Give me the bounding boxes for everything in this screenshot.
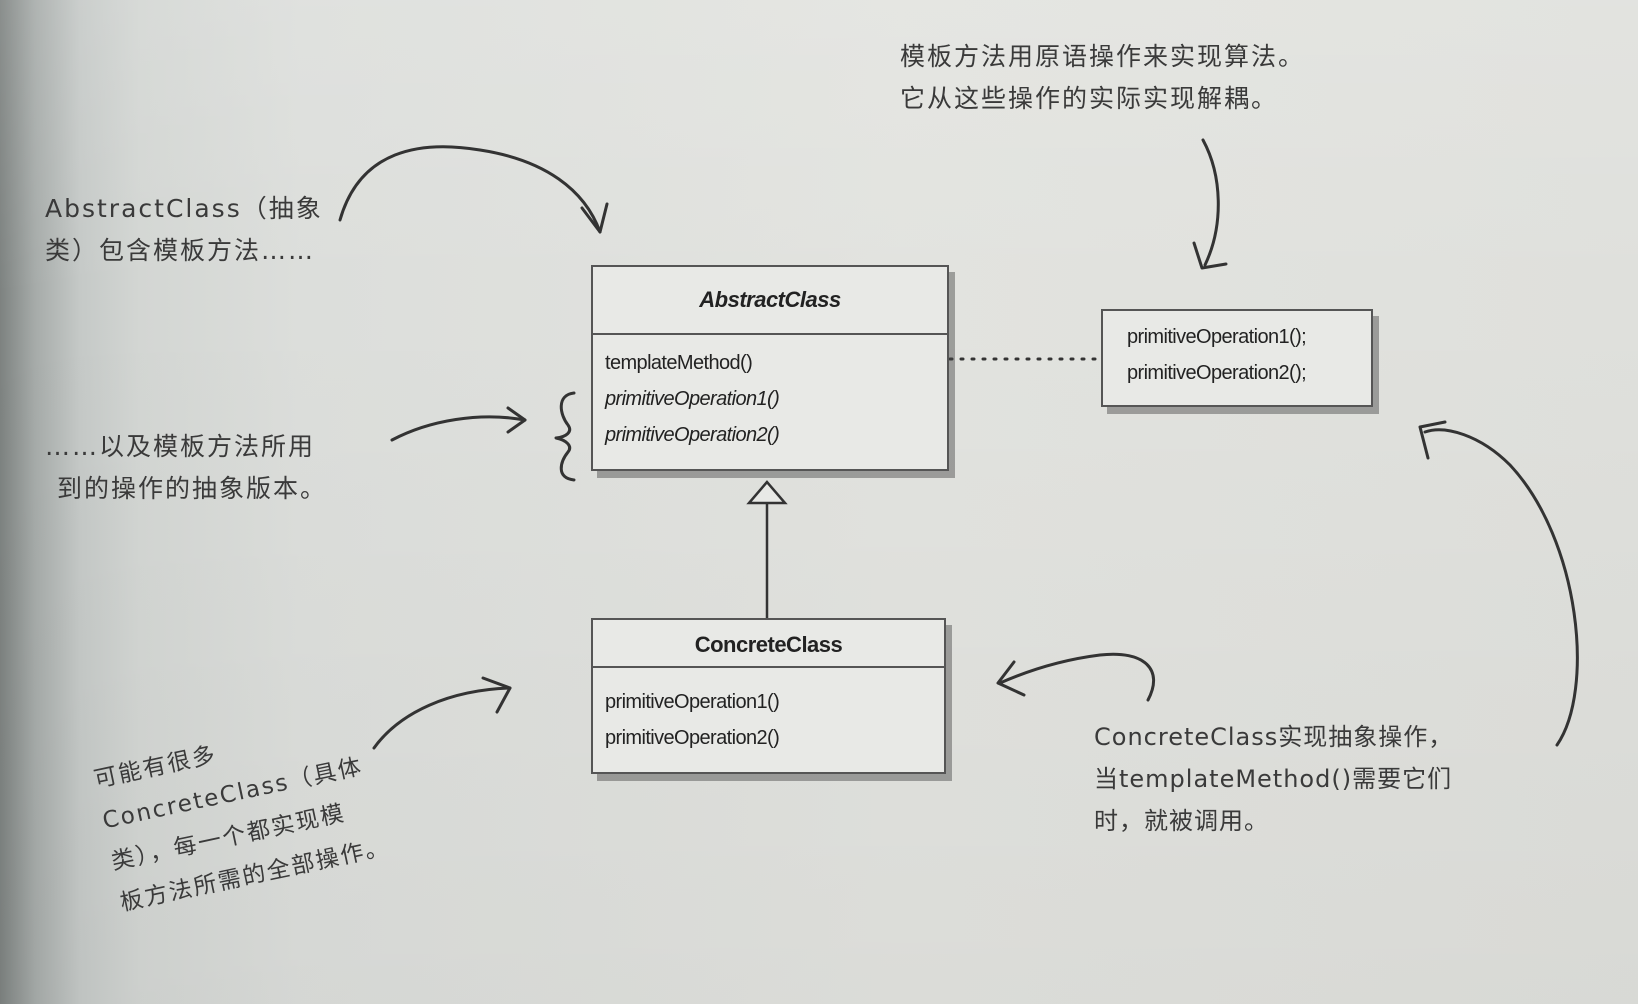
arrow-implementation-link bbox=[1423, 428, 1579, 747]
concrete-class-name: ConcreteClass bbox=[593, 620, 944, 668]
brace-icon bbox=[554, 391, 576, 482]
annotation-line: ConcreteClass实现抽象操作， bbox=[1094, 723, 1454, 751]
arrow-primitive-note bbox=[390, 415, 527, 442]
arrow-concrete-many-note bbox=[372, 686, 512, 750]
annotation-concrete-impl: ConcreteClass实现抽象操作， 当templateMethod()需要… bbox=[1094, 716, 1453, 842]
annotation-line: 类）包含模板方法…… bbox=[45, 236, 316, 265]
template-body-lines: primitiveOperation1(); primitiveOperatio… bbox=[1103, 311, 1371, 391]
operation-primitive-1: primitiveOperation1() bbox=[605, 691, 780, 713]
arrowhead-concrete-impl-note bbox=[996, 660, 1026, 697]
annotation-line: 到的操作的抽象版本。 bbox=[57, 474, 328, 503]
arrow-concrete-impl-note bbox=[998, 652, 1155, 702]
annotation-line: AbstractClass（抽象 bbox=[45, 194, 323, 223]
body-line: primitiveOperation1(); bbox=[1127, 326, 1307, 348]
concrete-class-box: ConcreteClass primitiveOperation1() prim… bbox=[591, 618, 946, 774]
arrow-abstract-note bbox=[338, 145, 602, 234]
operation-primitive-2: primitiveOperation2() bbox=[605, 424, 780, 446]
template-method-body-box: primitiveOperation1(); primitiveOperatio… bbox=[1101, 309, 1373, 407]
operation-template-method: templateMethod() bbox=[605, 352, 753, 374]
concrete-class-operations: primitiveOperation1() primitiveOperation… bbox=[593, 668, 944, 756]
abstract-class-operations: templateMethod() primitiveOperation1() p… bbox=[593, 335, 947, 453]
operation-primitive-2: primitiveOperation2() bbox=[605, 727, 780, 749]
abstract-class-name: AbstractClass bbox=[593, 267, 947, 335]
arrowhead-implementation-link bbox=[1418, 420, 1447, 460]
annotation-line: 时，就被调用。 bbox=[1094, 807, 1269, 835]
arrow-top-right-note bbox=[1201, 138, 1220, 267]
arrowhead-concrete-many-note bbox=[481, 676, 512, 714]
annotation-abstract-class: AbstractClass（抽象 类）包含模板方法…… bbox=[45, 188, 323, 272]
annotation-top-right: 模板方法用原语操作来实现算法。 它从这些操作的实际实现解耦。 bbox=[900, 36, 1305, 120]
annotation-primitive-ops: ……以及模板方法所用 到的操作的抽象版本。 bbox=[45, 426, 327, 510]
body-line: primitiveOperation2(); bbox=[1127, 362, 1307, 384]
arrowhead-top-right-note bbox=[1192, 241, 1228, 270]
annotation-line: 当templateMethod()需要它们 bbox=[1094, 765, 1453, 793]
annotation-line: 模板方法用原语操作来实现算法。 bbox=[900, 42, 1306, 71]
operation-primitive-1: primitiveOperation1() bbox=[605, 388, 780, 410]
abstract-class-box: AbstractClass templateMethod() primitive… bbox=[591, 265, 949, 471]
arrowhead-primitive-note bbox=[506, 406, 527, 434]
arrowhead-abstract-note bbox=[580, 202, 609, 234]
annotation-line: ……以及模板方法所用 bbox=[45, 432, 316, 461]
inheritance-triangle-icon bbox=[746, 480, 788, 505]
annotation-line: 它从这些操作的实际实现解耦。 bbox=[900, 84, 1279, 113]
